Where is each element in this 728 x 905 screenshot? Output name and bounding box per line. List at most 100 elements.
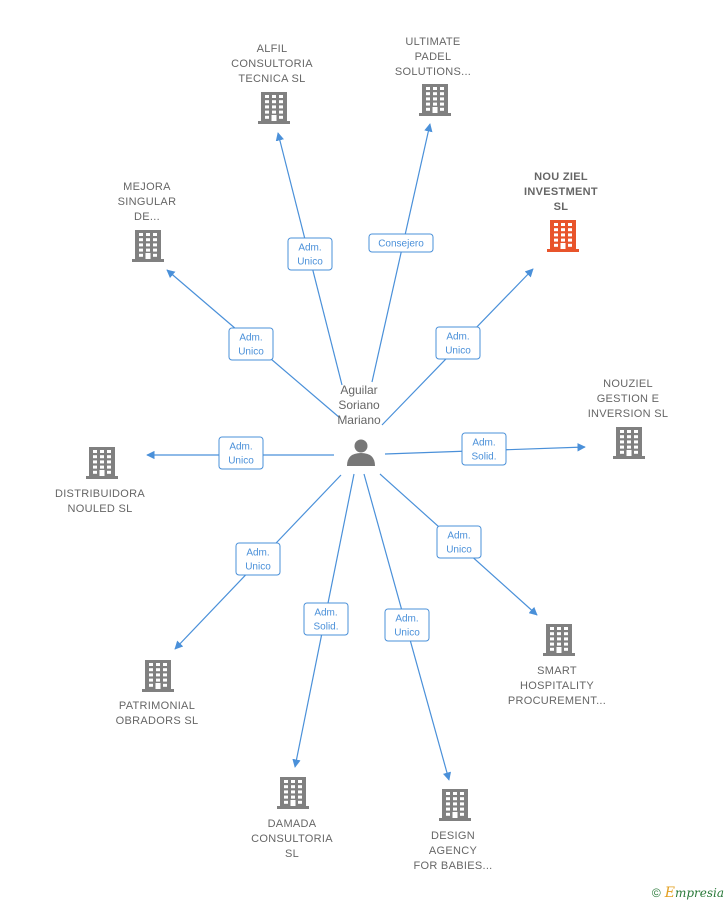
role-label: Adm. bbox=[239, 333, 262, 344]
nodes-layer: ALFIL CONSULTORIA TECNICA SL ULTIMATE PADEL S… bbox=[55, 36, 668, 872]
edge-distribuidora[interactable]: Adm. Unico bbox=[146, 436, 334, 470]
edge-alfil[interactable]: Adm. Unico bbox=[275, 132, 343, 386]
role-label: Consejero bbox=[378, 239, 424, 250]
company-label: OBRADORS SL bbox=[116, 715, 199, 727]
building-icon bbox=[258, 92, 290, 124]
person-name: Soriano bbox=[338, 398, 380, 412]
company-label: HOSPITALITY bbox=[520, 680, 594, 692]
building-icon bbox=[547, 220, 579, 252]
role-label: Adm. bbox=[314, 608, 337, 619]
role-label: Adm. bbox=[229, 442, 252, 453]
company-label: DESIGN bbox=[431, 830, 475, 842]
role-label: Solid. bbox=[471, 452, 496, 463]
role-box bbox=[303, 602, 349, 636]
edge-design[interactable]: Adm. Unico bbox=[363, 473, 452, 781]
copyright-symbol: © bbox=[651, 886, 661, 900]
building-icon bbox=[86, 447, 118, 479]
brand-name: mpresia bbox=[674, 886, 724, 900]
company-node-smart[interactable]: SMART HOSPITALITY PROCUREMENT... bbox=[508, 624, 606, 707]
company-label: INVERSION SL bbox=[588, 408, 669, 420]
company-label: NOU ZIEL bbox=[534, 171, 588, 183]
company-label: NOUZIEL bbox=[603, 378, 653, 390]
company-label: ALFIL bbox=[257, 43, 288, 55]
company-label: SL bbox=[554, 201, 569, 213]
role-label: Adm. bbox=[446, 332, 469, 343]
role-box bbox=[436, 525, 482, 559]
company-label: SL bbox=[285, 848, 299, 860]
role-label: Unico bbox=[245, 562, 271, 573]
role-box bbox=[287, 237, 333, 271]
role-box bbox=[228, 327, 274, 361]
edge-mejora[interactable]: Adm. Unico bbox=[166, 269, 341, 419]
company-label: CONSULTORIA bbox=[251, 833, 333, 845]
role-label: Solid. bbox=[313, 622, 338, 633]
role-label: Unico bbox=[238, 347, 264, 358]
company-label: PROCUREMENT... bbox=[508, 695, 606, 707]
company-label: TECNICA SL bbox=[238, 73, 305, 85]
company-node-nouziel-gest[interactable]: NOUZIEL GESTION E INVERSION SL bbox=[588, 378, 669, 459]
building-icon bbox=[543, 624, 575, 656]
role-label: Unico bbox=[228, 456, 254, 467]
company-node-design[interactable]: DESIGN AGENCY FOR BABIES... bbox=[413, 789, 492, 872]
person-icon bbox=[347, 439, 375, 466]
edge-line bbox=[371, 123, 433, 383]
company-label: FOR BABIES... bbox=[413, 860, 492, 872]
role-box bbox=[461, 432, 507, 466]
edges-layer: Adm.UnicoConsejeroAdm.UnicoAdm.UnicoAdm.… bbox=[146, 123, 586, 781]
edge-nouziel-gest[interactable]: Adm. Solid. bbox=[384, 432, 586, 466]
edge-nouziel-inv[interactable]: Adm. Unico bbox=[381, 268, 534, 426]
building-icon bbox=[132, 230, 164, 262]
role-label: Adm. bbox=[246, 548, 269, 559]
company-node-patrimonial[interactable]: PATRIMONIAL OBRADORS SL bbox=[116, 660, 199, 727]
role-label: Adm. bbox=[298, 243, 321, 254]
role-label: Unico bbox=[297, 257, 323, 268]
company-label: ULTIMATE bbox=[405, 36, 460, 48]
company-label: AGENCY bbox=[429, 845, 478, 857]
role-label: Unico bbox=[445, 346, 471, 357]
role-label: Unico bbox=[446, 545, 472, 556]
company-label: DAMADA bbox=[268, 818, 317, 830]
company-label: INVESTMENT bbox=[524, 186, 598, 198]
company-label: SOLUTIONS... bbox=[395, 66, 471, 78]
company-label: PATRIMONIAL bbox=[119, 700, 195, 712]
building-icon bbox=[419, 84, 451, 116]
role-label: Adm. bbox=[472, 438, 495, 449]
role-box bbox=[235, 542, 281, 576]
person-name: Aguilar bbox=[340, 383, 377, 397]
building-icon bbox=[277, 777, 309, 809]
company-label: MEJORA bbox=[123, 181, 171, 193]
company-node-distribuidora[interactable]: DISTRIBUIDORA NOULED SL bbox=[55, 447, 145, 515]
edge-patrimonial[interactable]: Adm. Unico bbox=[174, 474, 342, 650]
role-label: Unico bbox=[394, 628, 420, 639]
building-icon bbox=[142, 660, 174, 692]
company-node-nouziel-inv[interactable]: NOU ZIEL INVESTMENT SL bbox=[524, 171, 598, 252]
edge-damada[interactable]: Adm. Solid. bbox=[292, 473, 355, 768]
company-label: NOULED SL bbox=[67, 503, 132, 515]
role-label: Adm. bbox=[395, 614, 418, 625]
company-label: PADEL bbox=[415, 51, 452, 63]
company-label: SINGULAR bbox=[118, 196, 177, 208]
role-box bbox=[435, 326, 481, 360]
company-label: DISTRIBUIDORA bbox=[55, 488, 145, 500]
company-label: SMART bbox=[537, 665, 577, 677]
company-node-damada[interactable]: DAMADA CONSULTORIA SL bbox=[251, 777, 333, 860]
brand-initial: E bbox=[664, 885, 675, 901]
company-node-ultimate[interactable]: ULTIMATE PADEL SOLUTIONS... bbox=[395, 36, 471, 116]
role-label: Adm. bbox=[447, 531, 470, 542]
company-label: GESTION E bbox=[597, 393, 660, 405]
edge-ultimate[interactable]: Consejero bbox=[368, 123, 434, 383]
company-node-alfil[interactable]: ALFIL CONSULTORIA TECNICA SL bbox=[231, 43, 313, 124]
role-box bbox=[368, 233, 434, 253]
company-label: CONSULTORIA bbox=[231, 58, 313, 70]
person-name: Mariano bbox=[337, 413, 381, 427]
role-box bbox=[218, 436, 264, 470]
building-icon bbox=[613, 427, 645, 459]
building-icon bbox=[439, 789, 471, 821]
company-node-mejora[interactable]: MEJORA SINGULAR DE... bbox=[118, 181, 177, 262]
brand-footer[interactable]: ©Empresia bbox=[652, 885, 724, 901]
role-box bbox=[384, 608, 430, 642]
company-label: DE... bbox=[134, 211, 160, 223]
edge-smart[interactable]: Adm. Unico bbox=[379, 473, 538, 616]
